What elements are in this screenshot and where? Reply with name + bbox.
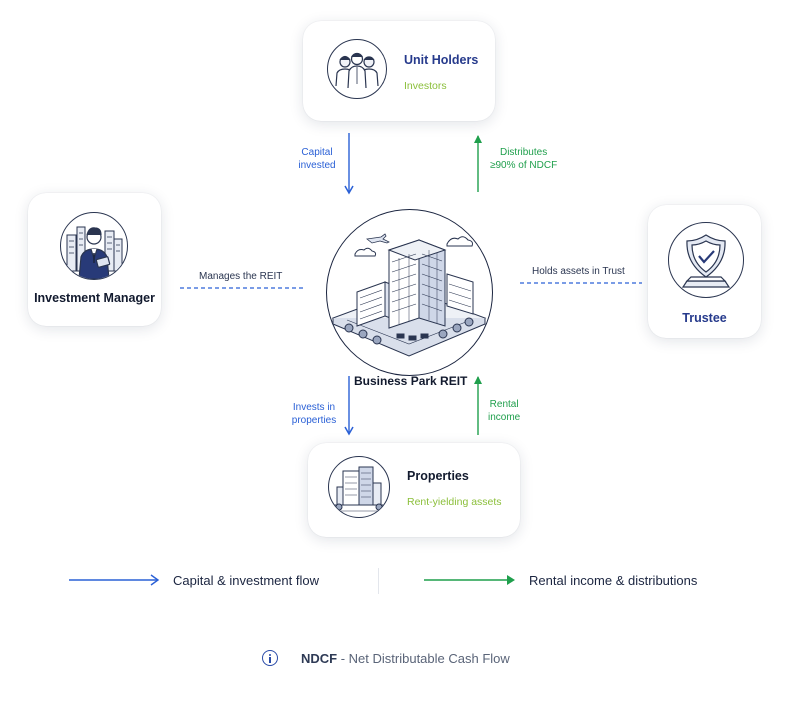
properties-title: Properties xyxy=(407,469,469,483)
investment-manager-card[interactable]: Investment Manager xyxy=(28,193,161,326)
unit-holders-subtitle: Investors xyxy=(404,80,447,92)
legend-capital-text: Capital & investment flow xyxy=(173,573,319,588)
manages-label: Manages the REIT xyxy=(199,271,283,282)
info-icon xyxy=(262,650,278,666)
legend-rental-arrow xyxy=(424,575,515,585)
office-campus-icon xyxy=(331,233,487,357)
footnote-term: NDCF xyxy=(301,651,338,666)
people-icon xyxy=(327,39,387,99)
businessman-icon xyxy=(60,212,128,280)
holds-assets-label: Holds assets in Trust xyxy=(532,266,625,277)
capital-invested-label: Capital invested xyxy=(298,147,336,171)
properties-subtitle: Rent-yielding assets xyxy=(407,496,502,508)
unit-holders-title: Unit Holders xyxy=(404,53,479,67)
office-building-icon xyxy=(328,456,390,518)
rental-income-label: Rental income xyxy=(488,399,521,423)
unit-holders-card[interactable]: Unit Holders Investors xyxy=(303,21,495,121)
shield-check-icon xyxy=(668,222,744,298)
reit-node[interactable] xyxy=(326,209,493,376)
reit-title: Business Park REIT xyxy=(354,374,468,388)
footnote-definition: - Net Distributable Cash Flow xyxy=(337,651,510,666)
trustee-card[interactable]: Trustee xyxy=(648,205,761,338)
invests-label: Invests in properties xyxy=(291,402,337,426)
trustee-title: Trustee xyxy=(682,311,727,325)
footnote: NDCF - Net Distributable Cash Flow xyxy=(301,651,510,666)
legend-capital-arrow xyxy=(69,574,160,586)
investment-manager-title: Investment Manager xyxy=(34,291,155,305)
properties-card[interactable]: Properties Rent-yielding assets xyxy=(308,443,520,537)
legend-divider xyxy=(378,568,379,594)
legend-rental-text: Rental income & distributions xyxy=(529,573,698,588)
distributes-label: Distributes ≥90% of NDCF xyxy=(490,147,558,171)
